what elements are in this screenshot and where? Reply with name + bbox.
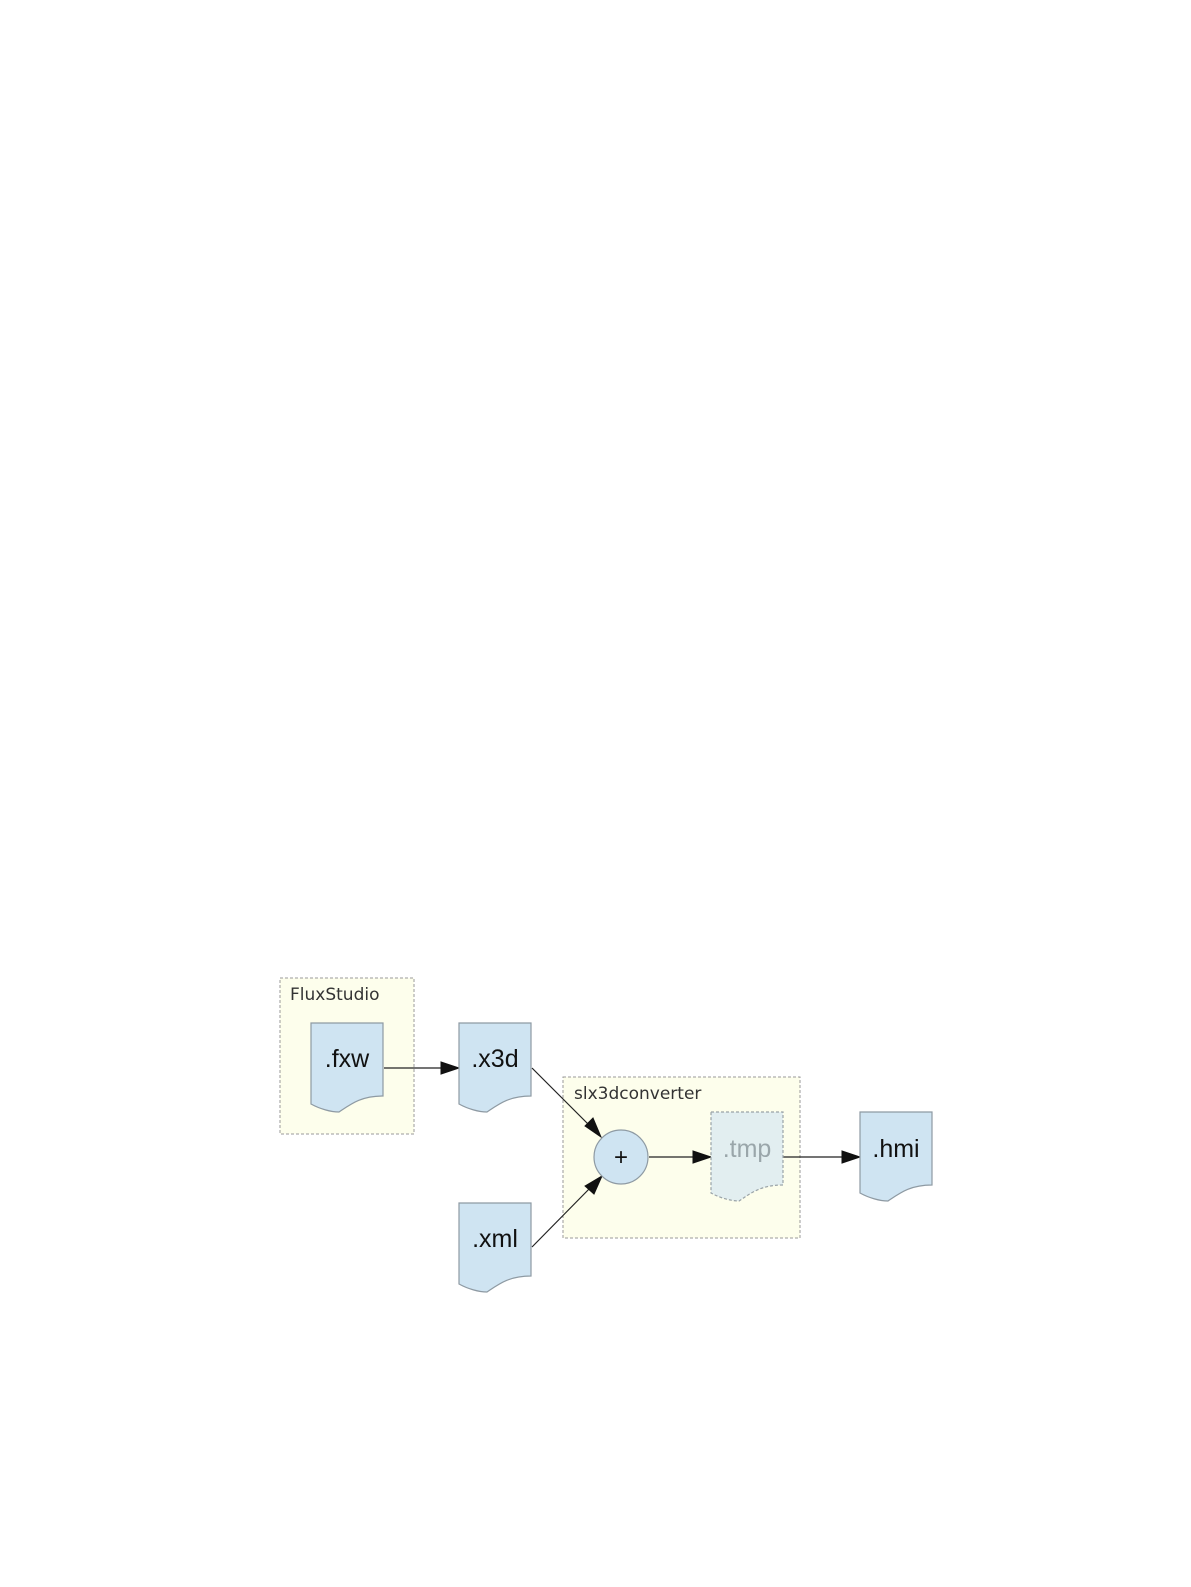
cluster-converter-label: slx3dconverter	[574, 1084, 701, 1104]
edge-fxw-to-x3d-arrowhead	[441, 1062, 459, 1074]
plus-icon: +	[614, 1144, 628, 1171]
node-tmp-label: .tmp	[723, 1135, 772, 1163]
node-merge: +	[594, 1130, 648, 1184]
node-x3d: .x3d	[459, 1023, 531, 1112]
node-fxw-label: .fxw	[325, 1045, 370, 1073]
node-hmi: .hmi	[860, 1112, 932, 1201]
node-x3d-label: .x3d	[471, 1045, 518, 1073]
node-xml: .xml	[459, 1203, 531, 1292]
cluster-fluxstudio-label: FluxStudio	[290, 985, 379, 1005]
edge-tmp-to-hmi-arrowhead	[842, 1151, 860, 1163]
node-xml-label: .xml	[472, 1225, 518, 1253]
node-hmi-label: .hmi	[872, 1135, 919, 1163]
